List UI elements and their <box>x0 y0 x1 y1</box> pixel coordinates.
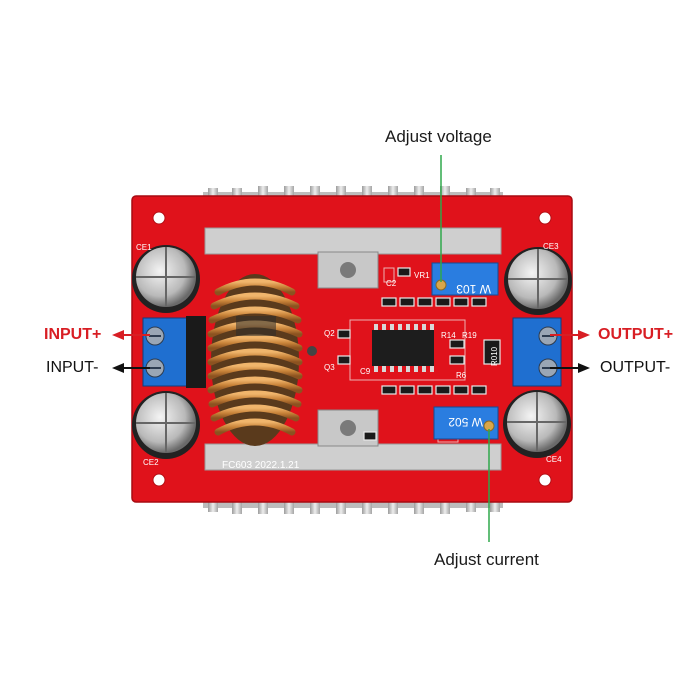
silk-ce1: CE1 <box>136 243 152 252</box>
silk-q2: Q2 <box>324 329 335 338</box>
pot-top-label: W 103 <box>456 282 491 296</box>
silk-board-id: FC603 2022.1.21 <box>222 460 300 471</box>
silk-r19: R19 <box>462 331 477 340</box>
capacitor-ce1 <box>132 245 200 313</box>
silk-q3: Q3 <box>324 363 335 372</box>
silk-ce2: CE2 <box>143 458 159 467</box>
silk-r6: R6 <box>456 371 467 380</box>
top-transistor <box>317 251 379 289</box>
bottom-transistor <box>317 409 379 447</box>
silk-c2: C2 <box>386 279 397 288</box>
capacitor-ce3 <box>504 247 572 315</box>
input-minus-label: INPUT- <box>46 359 99 376</box>
silk-ce4: CE4 <box>546 455 562 464</box>
silk-r010: R010 <box>490 346 499 366</box>
silk-vr1: VR1 <box>414 271 430 280</box>
input-plus-arrow <box>112 330 150 340</box>
output-minus-arrow <box>550 363 590 373</box>
top-heatsink-base <box>204 227 502 255</box>
pot-bottom-label: W 502 <box>448 415 483 429</box>
smd-components <box>337 267 501 441</box>
silk-ce3: CE3 <box>543 242 559 251</box>
input-terminal-block <box>142 316 206 388</box>
voltage-potentiometer <box>431 262 499 296</box>
screw-hole <box>307 346 317 356</box>
adjust-current-label: Adjust current <box>434 550 539 569</box>
output-terminal-block <box>512 317 562 387</box>
bottom-heatsink-base <box>204 443 502 471</box>
adjust-voltage-label: Adjust voltage <box>385 127 492 146</box>
input-plus-label: INPUT+ <box>44 326 102 343</box>
capacitor-ce2 <box>132 391 200 459</box>
silk-r14: R14 <box>441 331 456 340</box>
capacitor-ce4 <box>503 390 571 458</box>
output-minus-label: OUTPUT- <box>600 359 671 376</box>
current-potentiometer <box>433 406 499 440</box>
input-minus-arrow <box>112 363 150 373</box>
output-plus-arrow <box>550 330 590 340</box>
silk-c9: C9 <box>360 367 371 376</box>
inductor-coil <box>207 274 303 446</box>
control-ic <box>372 324 434 372</box>
output-plus-label: OUTPUT+ <box>598 326 674 343</box>
